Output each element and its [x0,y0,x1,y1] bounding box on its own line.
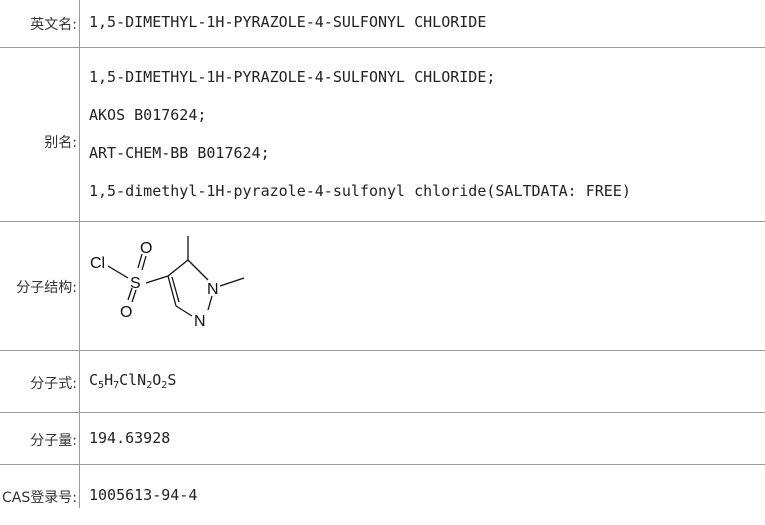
table-row-english-name: 英文名: 1,5-DIMETHYL-1H-PYRAZOLE-4-SULFONYL… [0,0,765,48]
table-row-structure: 分子结构: Cl S O O [0,222,765,351]
atom-n1: N [207,281,219,298]
formula-part: S [167,371,177,389]
formula-subscript: 2 [161,380,168,391]
atom-o-bottom: O [120,304,132,321]
molecular-formula: C5H7ClN2O2S [89,371,176,391]
formula-part: C [89,371,99,389]
atom-s: S [130,275,141,292]
atom-cl: Cl [90,255,105,272]
formula-subscript: 5 [98,380,105,391]
english-name-label: 英文名: [30,17,77,33]
atom-o-top: O [140,240,152,257]
column-divider [79,0,80,508]
aliases-list: 1,5-DIMETHYL-1H-PYRAZOLE-4-SULFONYL CHLO… [89,58,631,210]
aliases-label: 别名: [44,135,77,151]
alias-item: ART-CHEM-BB B017624; [89,144,270,162]
cas-label: CAS登录号: [2,490,77,506]
formula-label: 分子式: [30,376,77,392]
table-row-molecular-weight: 分子量: 194.63928 [0,413,765,465]
formula-part: ClN [119,371,147,389]
alias-item: 1,5-dimethyl-1H-pyrazole-4-sulfonyl chlo… [89,182,631,200]
structure-label: 分子结构: [16,280,77,296]
property-table: 英文名: 1,5-DIMETHYL-1H-PYRAZOLE-4-SULFONYL… [0,0,765,508]
table-row-aliases: 别名: 1,5-DIMETHYL-1H-PYRAZOLE-4-SULFONYL … [0,48,765,222]
atom-n2: N [194,313,206,330]
molecular-structure-image: Cl S O O N N [90,236,245,330]
english-name-value: 1,5-DIMETHYL-1H-PYRAZOLE-4-SULFONYL CHLO… [89,13,487,31]
molecular-weight-label: 分子量: [30,433,77,449]
alias-item: AKOS B017624; [89,106,207,124]
formula-subscript: 7 [113,380,120,391]
formula-subscript: 2 [146,380,153,391]
formula-part: H [104,371,114,389]
table-row-formula: 分子式: C5H7ClN2O2S [0,351,765,413]
formula-part: O [152,371,162,389]
cas-value: 1005613-94-4 [89,486,198,504]
table-row-cas: CAS登录号: 1005613-94-4 [0,465,765,525]
alias-item: 1,5-DIMETHYL-1H-PYRAZOLE-4-SULFONYL CHLO… [89,68,496,86]
molecular-weight-value: 194.63928 [89,429,171,447]
